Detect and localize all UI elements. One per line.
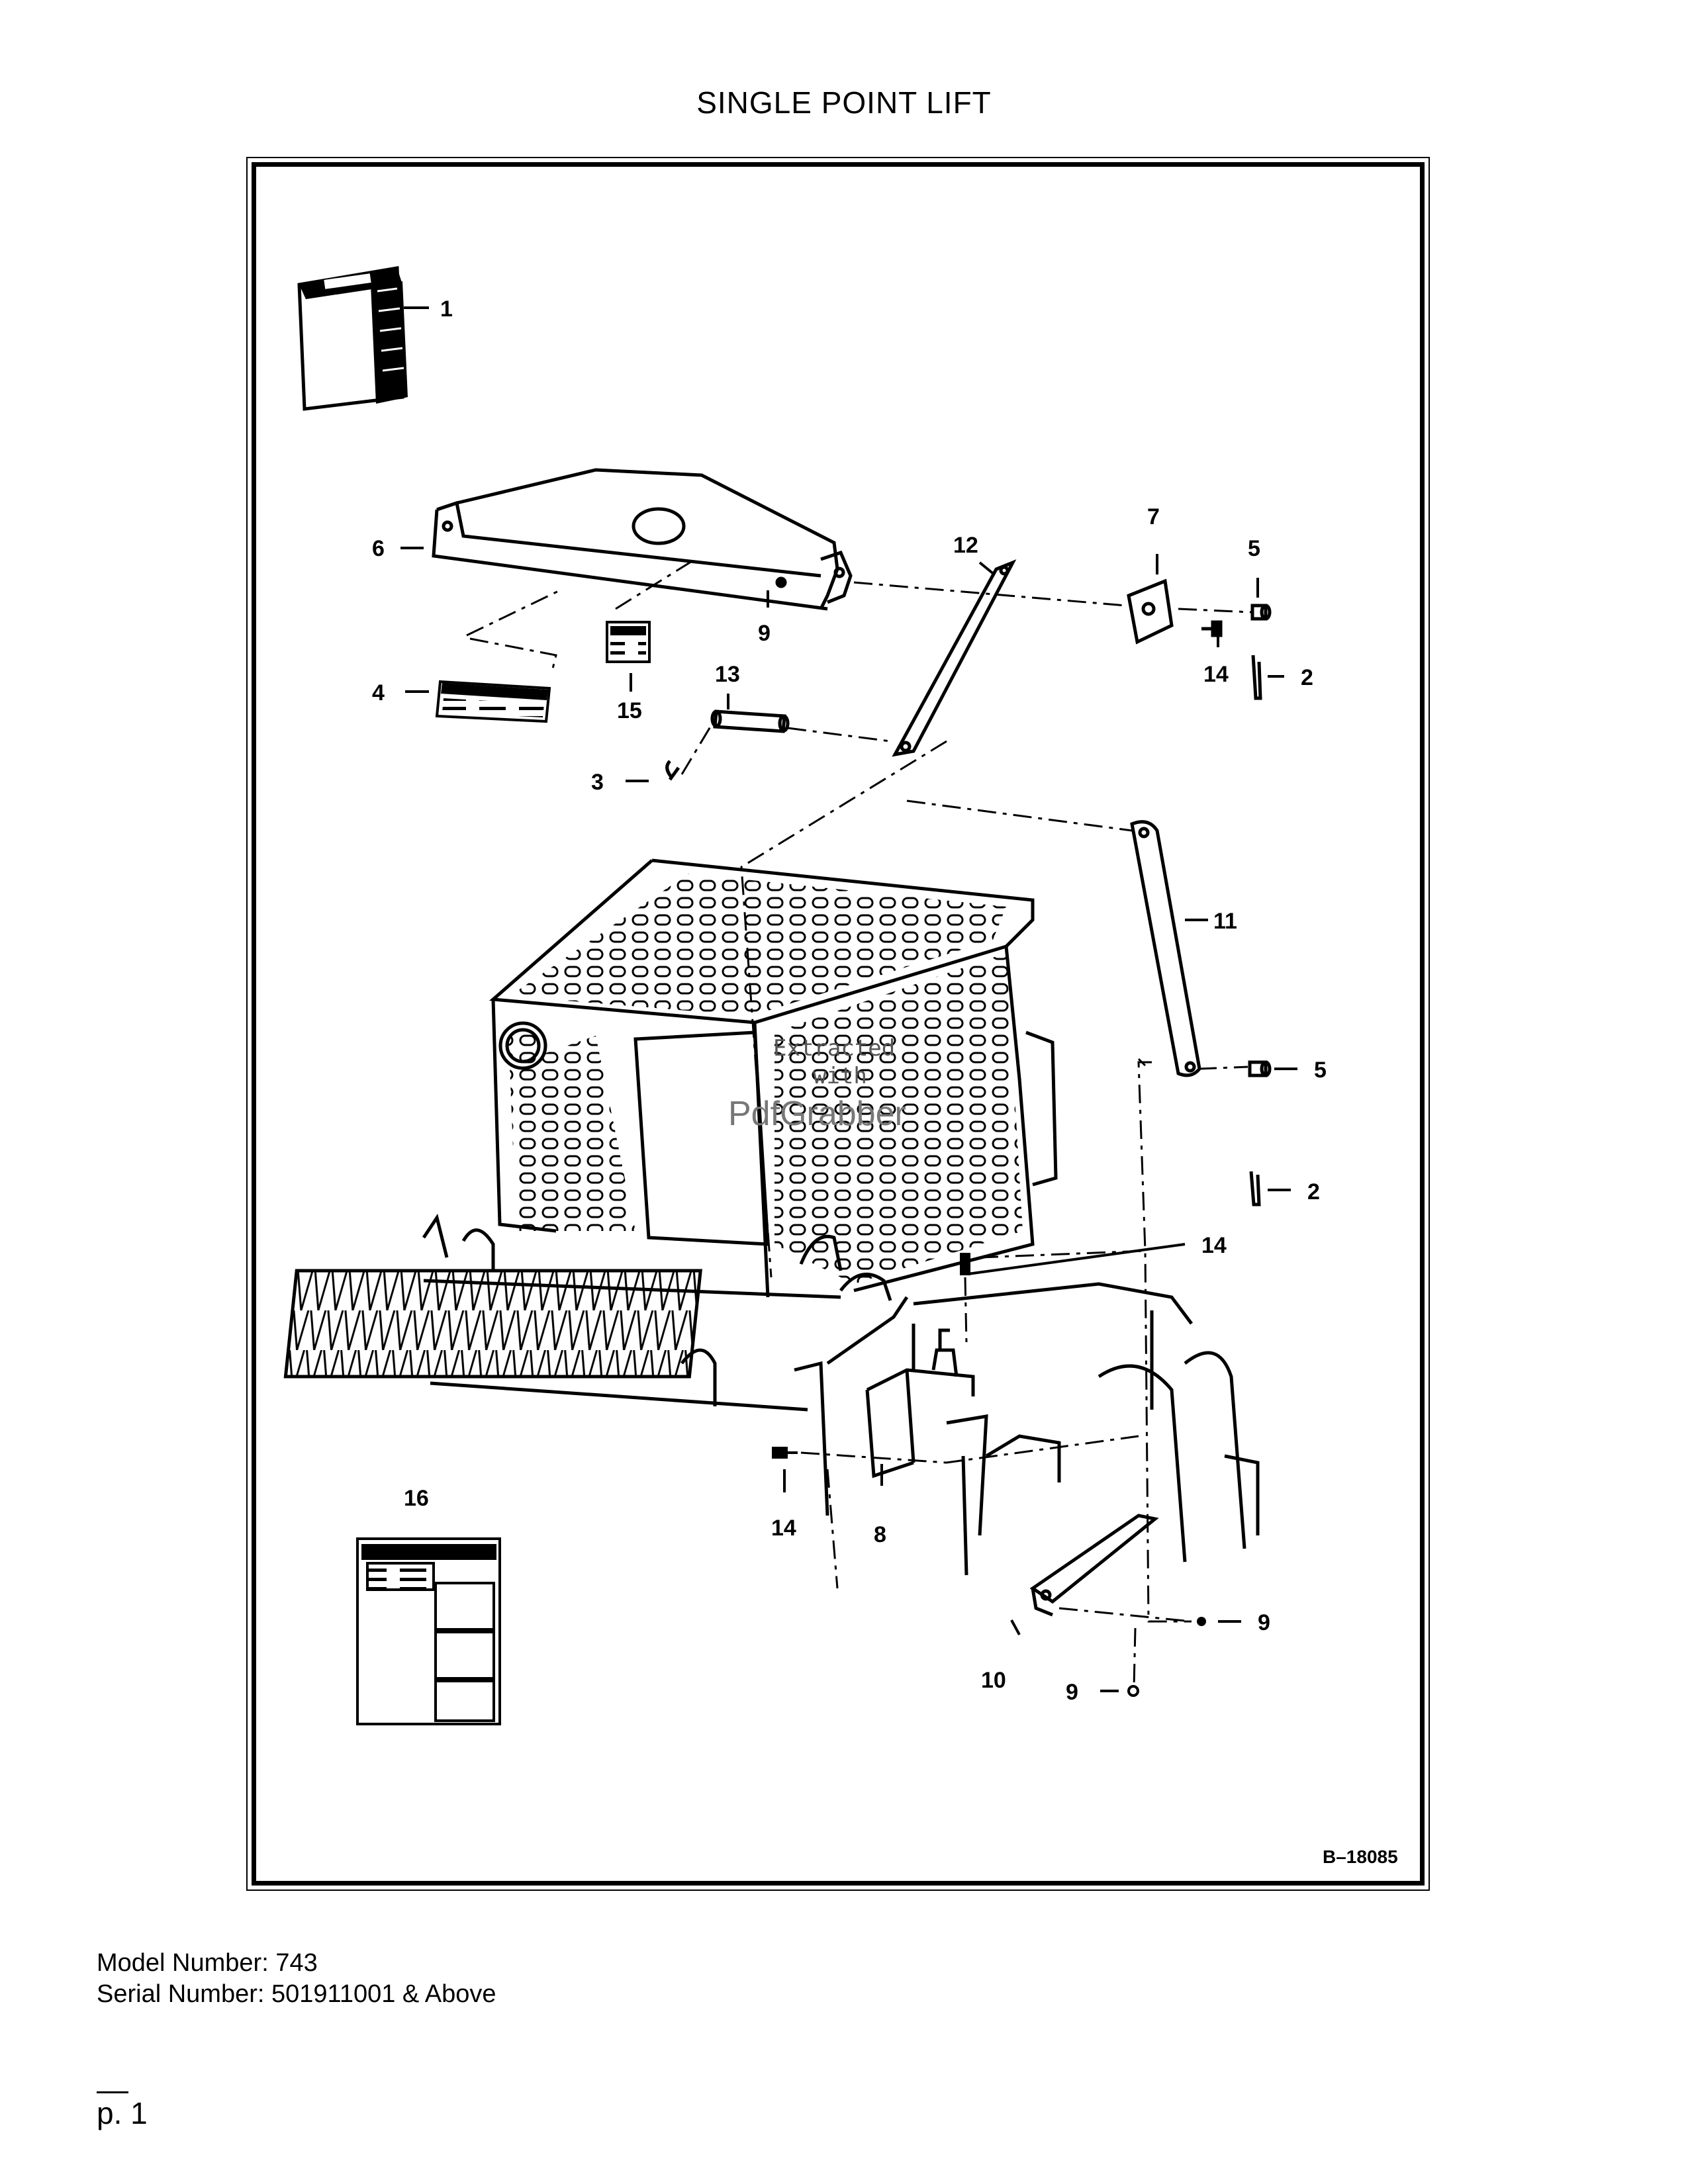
callout-9-upper: 9 <box>758 621 771 646</box>
callout-9-bottom: 9 <box>1066 1680 1078 1705</box>
part-14-bolt-middle <box>960 1253 970 1275</box>
callout-14-middle: 14 <box>1201 1233 1227 1258</box>
part-5-pin-upper <box>1250 604 1272 621</box>
part-5-pin-lower <box>1248 1060 1272 1077</box>
callout-2-upper: 2 <box>1301 665 1313 690</box>
part-2-clip-upper <box>1251 655 1262 700</box>
callout-2-lower: 2 <box>1307 1179 1320 1205</box>
part-15-decal <box>606 621 651 663</box>
figure-code: B–18085 <box>1323 1846 1398 1867</box>
assembly-lines <box>466 558 1252 1688</box>
callout-13: 13 <box>715 662 740 687</box>
diagram-frame-outer <box>246 157 1430 1891</box>
part-13-pin <box>710 709 790 733</box>
part-7-bracket <box>1127 578 1174 645</box>
part-14-bolt-lower <box>772 1447 798 1459</box>
part-12-link <box>892 559 1017 757</box>
model-number: Model Number: 743 <box>97 1949 318 1977</box>
part-9-nut-bottom <box>1127 1685 1139 1697</box>
part-4-decal <box>435 680 551 723</box>
svg-text:with: with <box>813 1063 867 1089</box>
callout-15: 15 <box>617 698 642 723</box>
callout-14-upper: 14 <box>1203 662 1229 687</box>
callout-4: 4 <box>372 680 385 705</box>
callout-5-upper: 5 <box>1248 536 1260 561</box>
serial-number: Serial Number: 501911001 & Above <box>97 1980 496 2008</box>
callout-14-lower: 14 <box>771 1516 796 1541</box>
page-title: SINGLE POINT LIFT <box>696 85 992 120</box>
callout-3: 3 <box>591 770 604 795</box>
part-9-nut-right <box>1197 1617 1206 1626</box>
part-10-bracket <box>985 1434 1159 1617</box>
callout-1: 1 <box>440 296 453 322</box>
part-3-clip <box>665 760 680 781</box>
part-8-bracket <box>865 1328 975 1479</box>
part-2-clip-lower <box>1249 1171 1261 1206</box>
callout-7: 7 <box>1147 504 1160 529</box>
callout-6: 6 <box>372 536 385 561</box>
svg-text:Extracted: Extracted <box>773 1035 895 1062</box>
watermark: Extracted with PdfGrabber <box>728 1035 906 1133</box>
cab-rops <box>489 858 1058 1298</box>
diagram-frame <box>252 162 1425 1886</box>
callout-11: 11 <box>1213 909 1237 934</box>
callout-5-lower: 5 <box>1314 1058 1327 1083</box>
page-rule <box>97 2091 128 2093</box>
callout-12: 12 <box>953 533 978 558</box>
callout-8: 8 <box>874 1522 886 1547</box>
part-11-link <box>1130 820 1201 1077</box>
callout-10: 10 <box>981 1668 1006 1693</box>
callout-16: 16 <box>404 1486 429 1511</box>
leader-lines <box>400 306 1297 1692</box>
svg-text:PdfGrabber: PdfGrabber <box>728 1095 906 1133</box>
part-6-lift-bar <box>432 468 853 611</box>
machine-body <box>283 1213 1260 1576</box>
page-number: p. 1 <box>97 2096 148 2130</box>
part-16-document <box>356 1537 501 1725</box>
part-1-manual <box>297 266 408 411</box>
callout-9-right: 9 <box>1258 1610 1270 1635</box>
